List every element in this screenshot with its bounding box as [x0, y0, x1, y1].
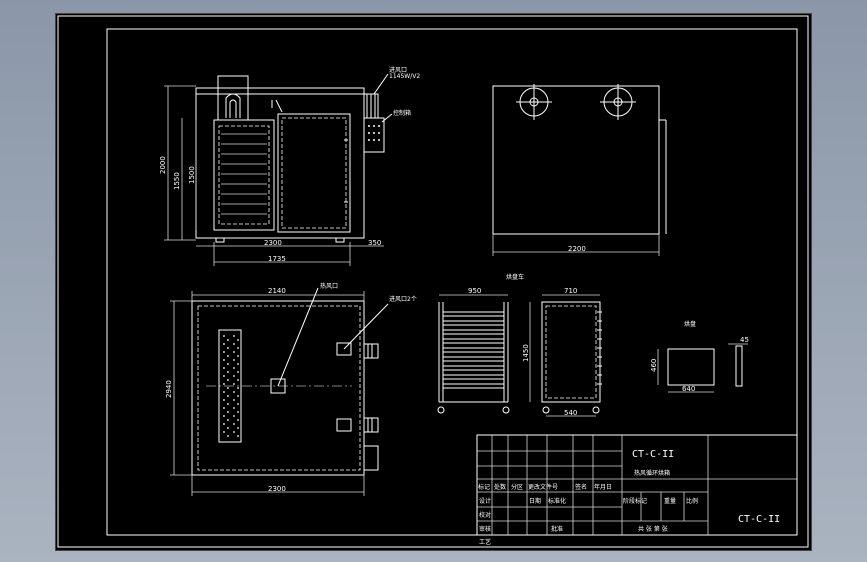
inlet-1: [336, 342, 352, 356]
left-door: [213, 119, 275, 231]
callout-panel: 控制箱: [393, 109, 411, 117]
dim-width-base: 1735: [268, 255, 286, 263]
cabinet-body: [195, 93, 365, 239]
inlet-2: [336, 418, 352, 432]
control-panel: [363, 117, 385, 153]
callout-right: 进风口2个: [389, 295, 417, 303]
dim-plan-height: 2940: [165, 380, 173, 398]
dim-trolley-side-top: 710: [564, 287, 577, 295]
callout-center: 热风口: [320, 282, 338, 290]
title-block: CT-C-II 热风循环烘箱 CT-C-II 标记 处数 分区 更改文件号 签名…: [476, 434, 798, 546]
left-row-1: 校对: [479, 511, 491, 519]
drawing-name: 热风循环烘箱: [634, 469, 670, 477]
stage-label-2: 比例: [686, 497, 698, 505]
drawing-number: CT-C-II: [632, 449, 674, 460]
dim-tray-height: 460: [650, 359, 658, 372]
dim-width-side: 350: [368, 239, 381, 247]
dim-side-width: 2200: [568, 245, 586, 253]
sign-date: 日期: [529, 497, 541, 505]
trolley-side: 710 1450 540: [522, 287, 602, 417]
dim-tray-width: 640: [682, 385, 695, 393]
side-cabinet: [492, 85, 660, 235]
trolley-front: 烘盘车 950: [437, 273, 524, 414]
left-row-0: 设计: [479, 497, 491, 505]
standardization: 标准化: [548, 497, 566, 505]
row-header-2: 分区: [511, 483, 523, 491]
svg-text:进风口: 进风口: [389, 66, 407, 74]
fan-1: [516, 84, 552, 120]
dim-trolley-width: 950: [468, 287, 481, 295]
row-header-4: 签名: [575, 483, 587, 491]
fan-2: [600, 84, 636, 120]
left-row-2: 审核: [479, 525, 491, 533]
fan-duct-inner: [229, 99, 237, 118]
dim-plan-width-top: 2140: [268, 287, 286, 295]
drawing-canvas: 进风口 1145W/V2 控制箱 2000 1550 1500 2300 350…: [57, 15, 809, 548]
row-header-5: 年月日: [594, 483, 612, 491]
code-box: CT-C-II: [738, 514, 780, 525]
plan-outer: [191, 300, 365, 476]
label-trolley: 烘盘车: [506, 273, 524, 281]
dim-trolley-side-bottom: 540: [564, 409, 577, 417]
hot-air-outlet: [270, 378, 286, 394]
cad-viewport[interactable]: 进风口 1145W/V2 控制箱 2000 1550 1500 2300 350…: [55, 13, 812, 551]
plan-view: 热风口 进风口2个 2140 2940 2300: [165, 282, 417, 496]
left-row-3: 工艺: [479, 538, 491, 546]
label-tray: 烘盘: [684, 320, 696, 328]
approve: 批准: [551, 525, 563, 533]
row-header-3: 更改文件号: [528, 483, 558, 491]
row-header-1: 处数: [494, 483, 506, 491]
dim-width-total: 2300: [264, 239, 282, 247]
side-view: 2200: [492, 84, 667, 256]
svg-text:1145W/V2: 1145W/V2: [389, 73, 420, 80]
cabinet-top: [195, 87, 365, 95]
stage-label-0: 阶段标记: [623, 497, 647, 505]
dim-plan-width-bottom: 2300: [268, 485, 286, 493]
dim-height-total: 2000: [159, 156, 167, 174]
dim-height-door: 1500: [188, 166, 196, 184]
dim-tray-thickness: 45: [740, 336, 749, 344]
fan-hood: [217, 75, 249, 121]
inner-frame: [106, 28, 798, 536]
sheet-info: 共 张 第 张: [638, 525, 668, 533]
row-header-0: 标记: [478, 483, 490, 491]
dim-trolley-side-height: 1450: [522, 344, 530, 362]
front-view: 进风口 1145W/V2 控制箱 2000 1550 1500 2300 350…: [159, 66, 420, 266]
tray-detail: 烘盘 460 45 640: [650, 320, 749, 393]
stage-label-1: 重量: [664, 497, 676, 505]
right-door: [277, 113, 351, 233]
dim-height-inner: 1550: [173, 172, 181, 190]
fan-duct: [225, 93, 241, 118]
outer-frame: [57, 15, 809, 548]
